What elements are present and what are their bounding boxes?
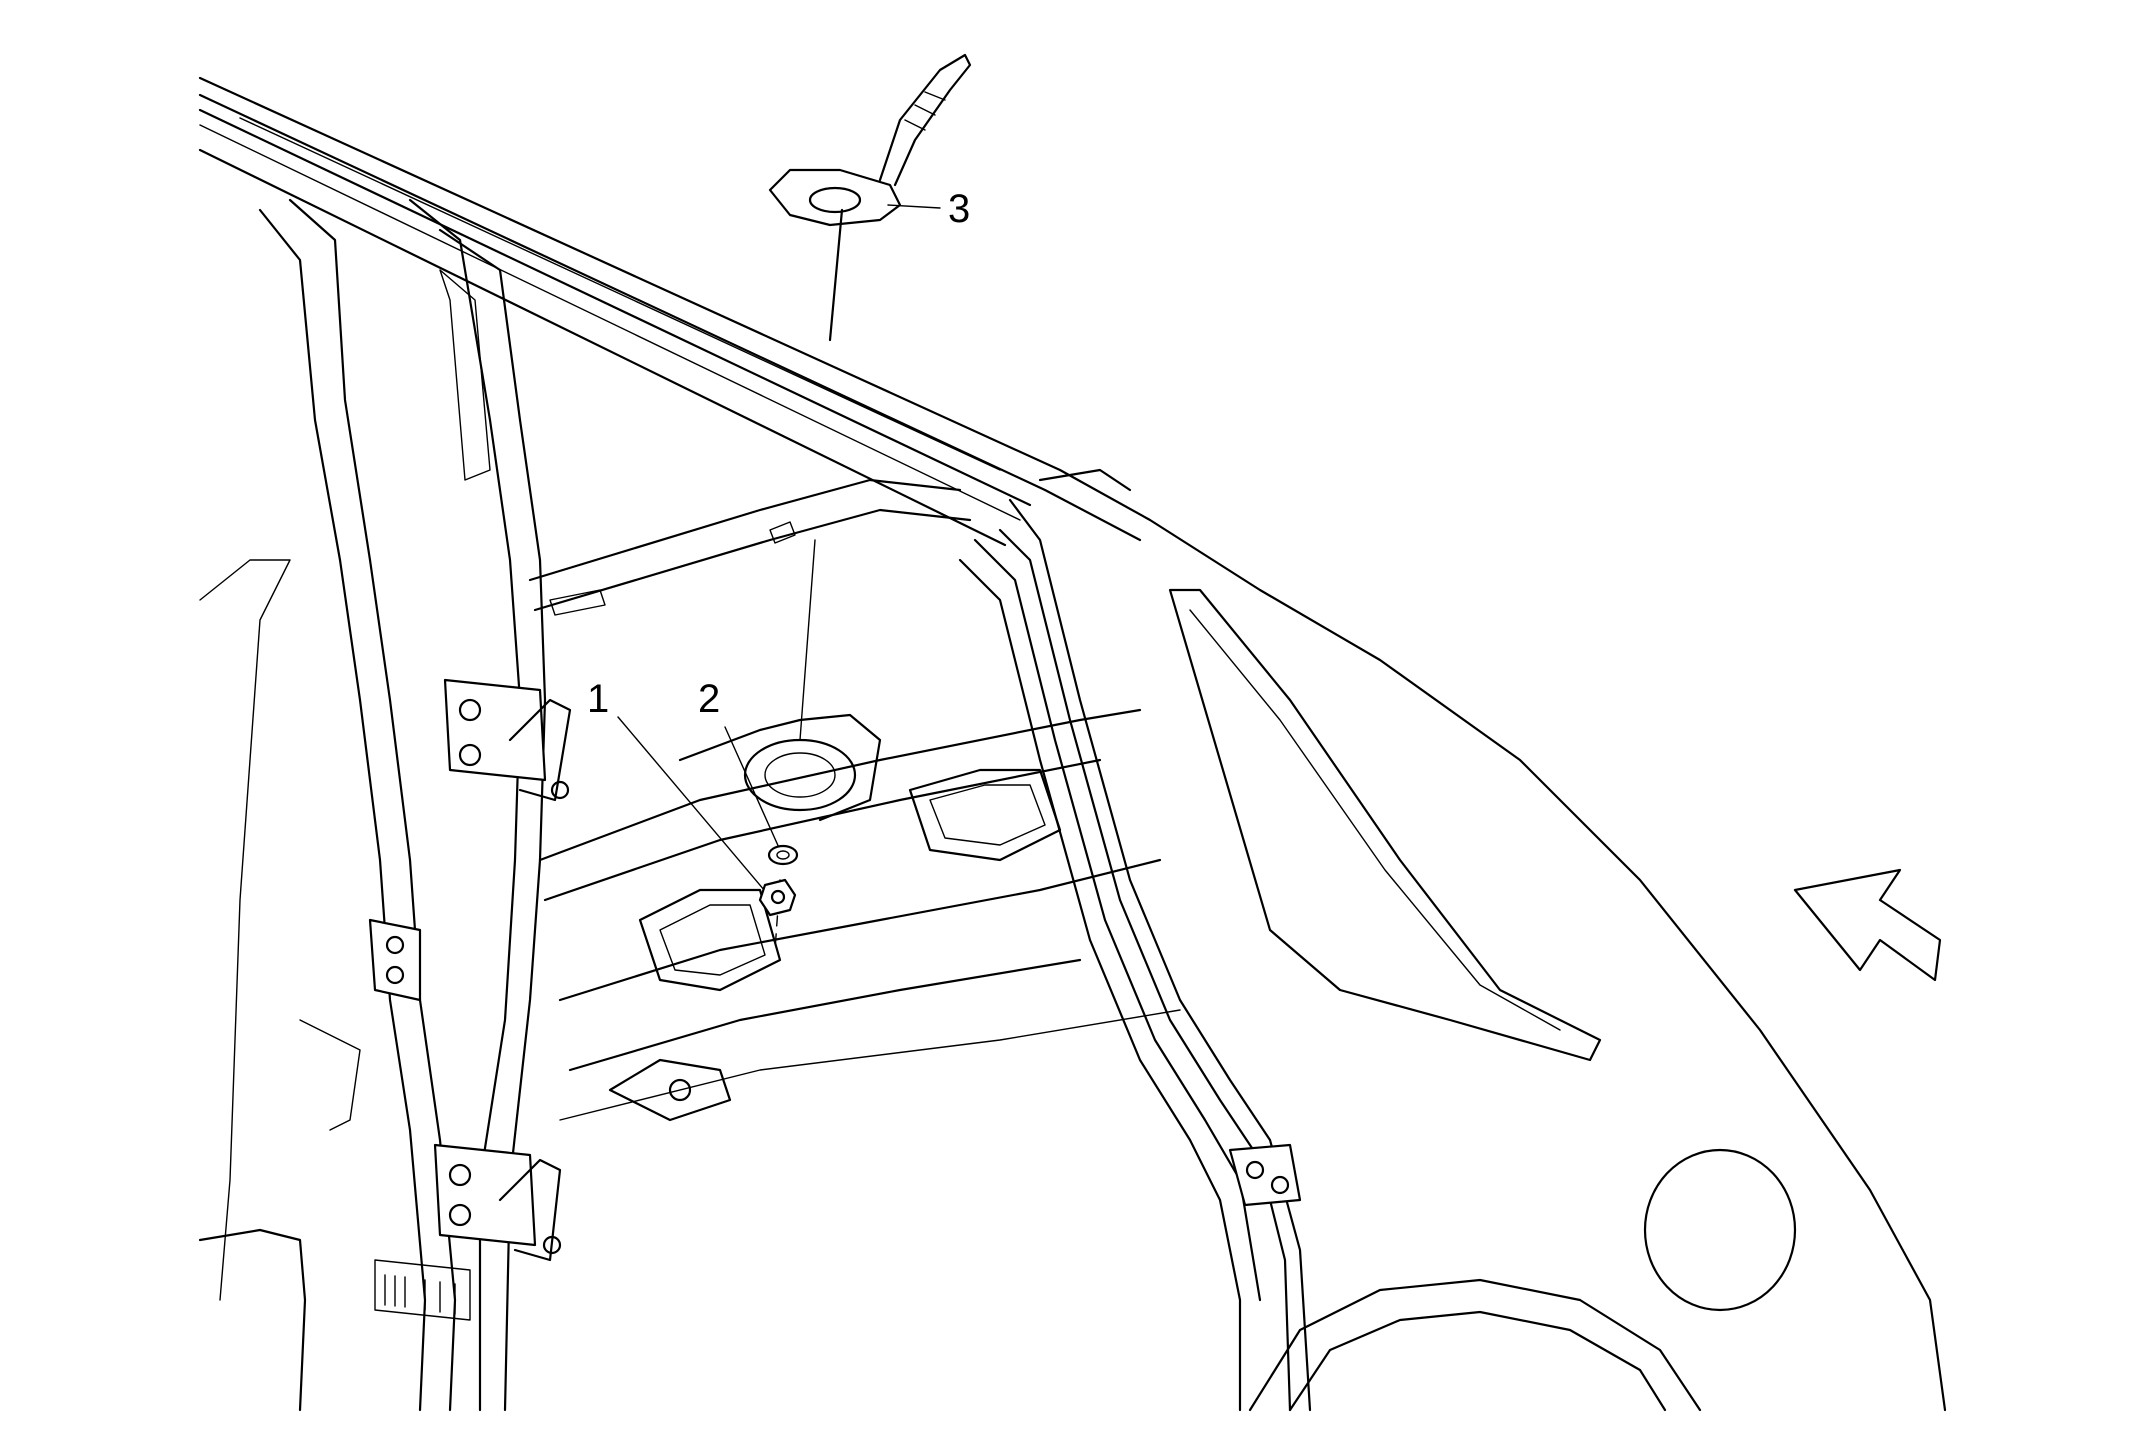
install-dash-line (774, 879, 781, 951)
callout-1-label: 1 (587, 677, 609, 721)
view-arrow (1793, 868, 1942, 982)
lower-hinge (433, 1143, 562, 1262)
antenna-nut (758, 878, 797, 917)
wheel-opening (1248, 1278, 1702, 1412)
upper-hinge (443, 678, 572, 802)
antenna-cable (828, 208, 844, 342)
callout-3-leader (887, 204, 941, 209)
antenna-mast (878, 53, 972, 187)
rear-interior (528, 478, 1181, 1121)
c-pillar (958, 498, 1312, 1412)
install-guide-line (799, 539, 816, 741)
callout-2-label: 2 (698, 677, 720, 721)
callout-3-label: 3 (948, 187, 970, 231)
quarter-window (1168, 588, 1602, 1062)
callout-1-leader (617, 716, 771, 898)
fuel-door (1643, 1148, 1797, 1312)
antenna-grommet (767, 844, 799, 866)
roof-outline (198, 76, 1947, 1412)
door-striker (368, 918, 422, 1002)
barcode-label (374, 1259, 471, 1321)
callout-2-leader (724, 726, 781, 851)
rear-shelf-panel (608, 713, 1062, 1122)
